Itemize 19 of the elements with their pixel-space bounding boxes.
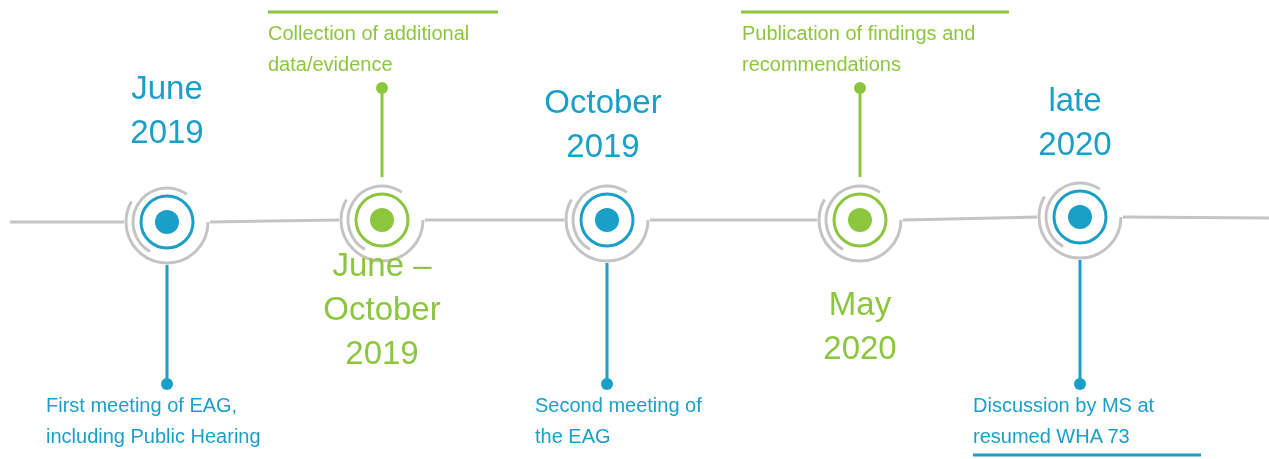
milestone-description: Collection of additional data/evidence: [268, 18, 508, 80]
leader-line: [854, 82, 866, 177]
timeline-line: [425, 218, 564, 222]
milestone-description: Second meeting of the EAG: [535, 390, 715, 452]
date-label: October 2019: [543, 82, 663, 166]
milestone-description: Discussion by MS at resumed WHA 73: [973, 390, 1213, 452]
date-label: May 2020: [822, 284, 898, 368]
milestone-description: Publication of findings and recommendations: [742, 18, 1022, 80]
leader-line: [1074, 260, 1086, 390]
date-label: June 2019: [129, 68, 205, 152]
timeline-line: [209, 218, 340, 224]
date-label: June – October 2019: [322, 245, 442, 373]
timeline-line: [650, 218, 817, 222]
timeline-line: [902, 215, 1038, 222]
leader-line: [601, 263, 613, 390]
milestone-description: First meeting of EAG, including Public Hearing: [46, 390, 316, 452]
date-label: late 2020: [1037, 80, 1113, 164]
leader-line: [161, 265, 173, 390]
leader-line: [376, 82, 388, 177]
